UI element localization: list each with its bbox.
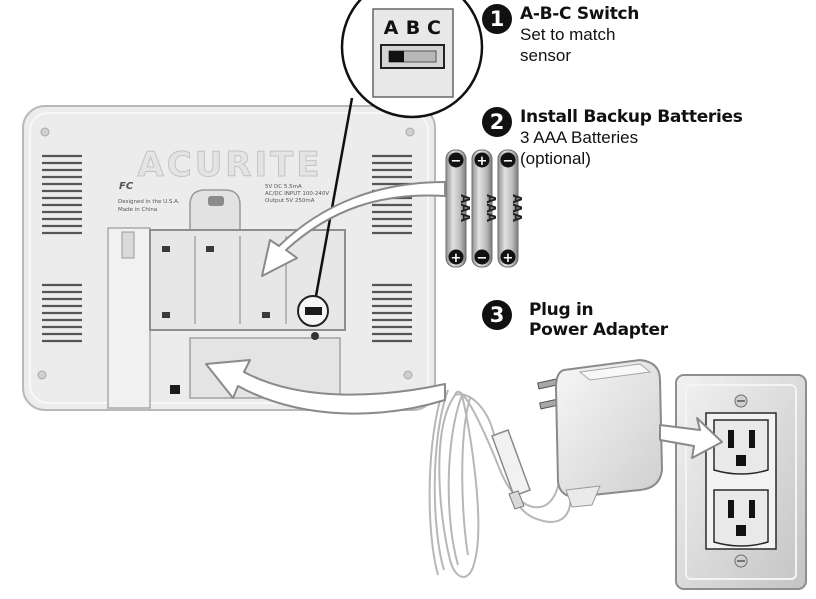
screw-holes <box>37 127 415 380</box>
step-1-badge: 1 <box>482 4 512 34</box>
battery-insert-arrow <box>261 181 446 277</box>
label-right-line-1: 5V DC 5.5mA <box>265 184 302 190</box>
step-2-text: Install Backup Batteries 3 AAA Batteries… <box>520 107 743 169</box>
step-1-title: A-B-C Switch <box>520 4 640 24</box>
label-left-line-1: Designed in the U.S.A. <box>118 199 180 205</box>
fcc-mark: FC <box>119 181 134 192</box>
batteries: − + AAA + − AAA − + AAA <box>445 149 524 268</box>
plug-in-arrow <box>659 417 723 459</box>
step-3-badge: 3 <box>482 300 512 330</box>
abc-switch-callout: A B C <box>340 0 484 119</box>
svg-text:AAA: AAA <box>484 194 498 223</box>
receptacle-top <box>713 419 769 475</box>
svg-text:−: − <box>477 251 488 266</box>
display-unit-back: ACURITE FC Designed in the U.S.A. Made i… <box>22 105 436 411</box>
svg-text:−: − <box>451 154 462 169</box>
switch-letter-b: B <box>406 17 420 39</box>
battery-3: − + AAA <box>497 149 524 268</box>
hanger-tab <box>189 189 241 233</box>
step-3-title-line-1: Plug in <box>529 300 594 320</box>
switch-slider <box>389 51 404 62</box>
step-3-title-line-2: Power Adapter <box>529 320 668 340</box>
step-2-desc-line-2: (optional) <box>520 149 591 168</box>
brand-logo: ACURITE <box>137 145 322 185</box>
step-2-title: Install Backup Batteries <box>520 107 743 127</box>
wall-outlet <box>675 374 807 590</box>
step-2-badge: 2 <box>482 107 512 137</box>
svg-text:AAA: AAA <box>458 194 472 223</box>
kickstand <box>107 227 151 409</box>
label-right-line-2: AC/DC INPUT 100-240V <box>265 191 329 197</box>
power-adapter <box>428 358 664 578</box>
adapter-cord <box>428 389 572 578</box>
switch-letter-c: C <box>427 17 441 39</box>
switch-letter-a: A <box>384 17 399 39</box>
battery-2: + − AAA <box>471 149 498 268</box>
step-1-abc-switch: 1 A-B-C Switch Set to match sensor <box>482 4 639 66</box>
device-abc-switch <box>297 295 329 327</box>
callout-leader-line <box>314 97 354 297</box>
svg-text:+: + <box>451 251 462 266</box>
svg-text:AAA: AAA <box>510 194 524 223</box>
step-1-desc-line-1: Set to match <box>520 25 616 44</box>
label-left-line-2: Made in China <box>118 207 157 213</box>
svg-text:+: + <box>503 251 514 266</box>
barrel-connector <box>491 429 531 510</box>
adapter-insert-arrow <box>205 359 446 415</box>
step-1-desc-line-2: sensor <box>520 46 572 65</box>
svg-text:+: + <box>477 154 488 169</box>
step-2-description: 3 AAA Batteries (optional) <box>520 127 743 169</box>
step-3-text: Plug in Power Adapter <box>529 300 668 340</box>
step-1-description: Set to match sensor <box>520 24 639 66</box>
svg-text:−: − <box>503 154 514 169</box>
step-1-text: A-B-C Switch Set to match sensor <box>520 4 639 66</box>
battery-1: − + AAA <box>445 149 472 268</box>
vent-right <box>372 154 412 343</box>
label-right-line-3: Output 5V 250mA <box>265 198 315 204</box>
step-3-power-adapter: 3 Plug in Power Adapter <box>482 300 668 340</box>
step-2-desc-line-1: 3 AAA Batteries <box>520 128 639 147</box>
vent-left <box>42 154 82 343</box>
step-2-backup-batteries: 2 Install Backup Batteries 3 AAA Batteri… <box>482 107 743 169</box>
receptacle-bottom <box>713 489 769 547</box>
